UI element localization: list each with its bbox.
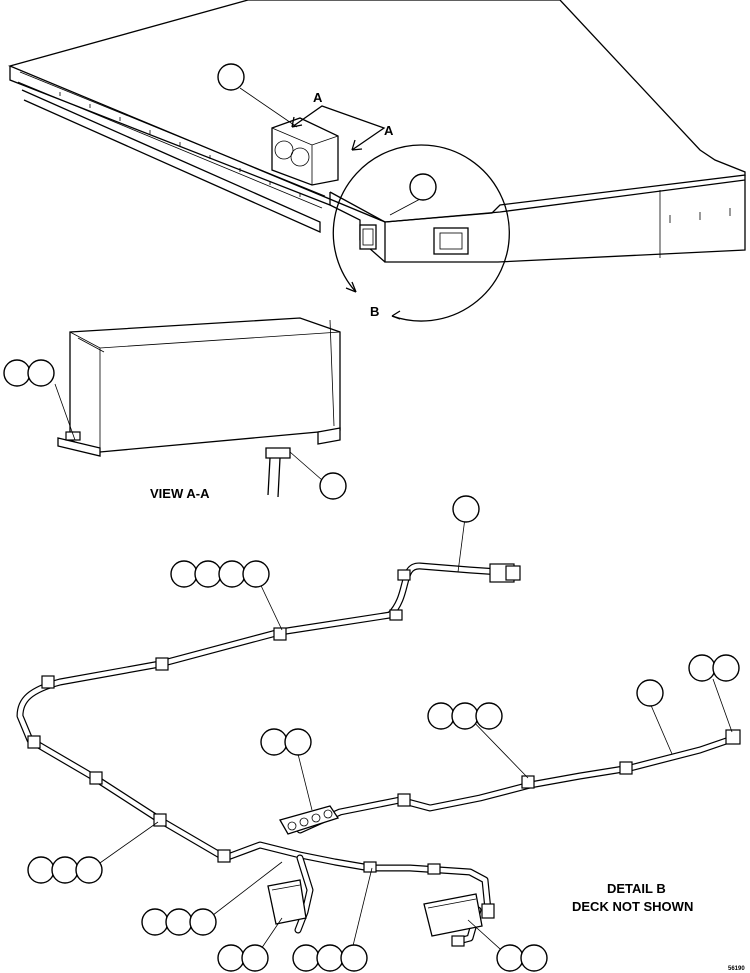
callout-bubble	[636, 679, 664, 707]
callout-bubble	[496, 944, 524, 972]
junction-box	[54, 317, 341, 498]
callout-bubble	[688, 654, 716, 682]
detail-label-b: B	[370, 304, 379, 319]
figure-number: 56190	[728, 966, 745, 972]
section-label-a-2: A	[384, 123, 394, 138]
callout-bubble	[260, 728, 288, 756]
callout-bubble	[452, 495, 480, 523]
callout-bubble	[520, 944, 548, 972]
callout-bubble	[27, 856, 55, 884]
wiring-harness	[16, 517, 741, 959]
callout-bubble	[319, 472, 347, 500]
callout-bubble	[241, 944, 269, 972]
callout-bubble	[27, 359, 55, 387]
detail-b-title: DETAIL B	[607, 881, 666, 896]
callout-bubble	[340, 944, 368, 972]
callout-bubble	[189, 908, 217, 936]
callout-bubble	[75, 856, 103, 884]
detail-b-subtitle: DECK NOT SHOWN	[572, 899, 693, 914]
callout-bubble	[141, 908, 169, 936]
callout-bubble	[475, 702, 503, 730]
callout-bubble	[194, 560, 222, 588]
callout-bubble	[218, 560, 246, 588]
callout-bubble	[712, 654, 740, 682]
callout-bubble	[409, 173, 437, 201]
deck-assembly	[8, 0, 746, 322]
callout-bubble	[51, 856, 79, 884]
section-label-a: A	[313, 90, 323, 105]
callout-bubble	[451, 702, 479, 730]
callout-bubble	[3, 359, 31, 387]
callout-bubble	[242, 560, 270, 588]
callout-bubble	[316, 944, 344, 972]
callout-bubble	[284, 728, 312, 756]
callout-bubble	[165, 908, 193, 936]
callout-bubble	[217, 944, 245, 972]
callout-bubble	[427, 702, 455, 730]
view-a-a-title: VIEW A-A	[150, 486, 210, 501]
callout-bubble	[170, 560, 198, 588]
callout-bubble	[217, 63, 245, 91]
callout-bubble	[292, 944, 320, 972]
